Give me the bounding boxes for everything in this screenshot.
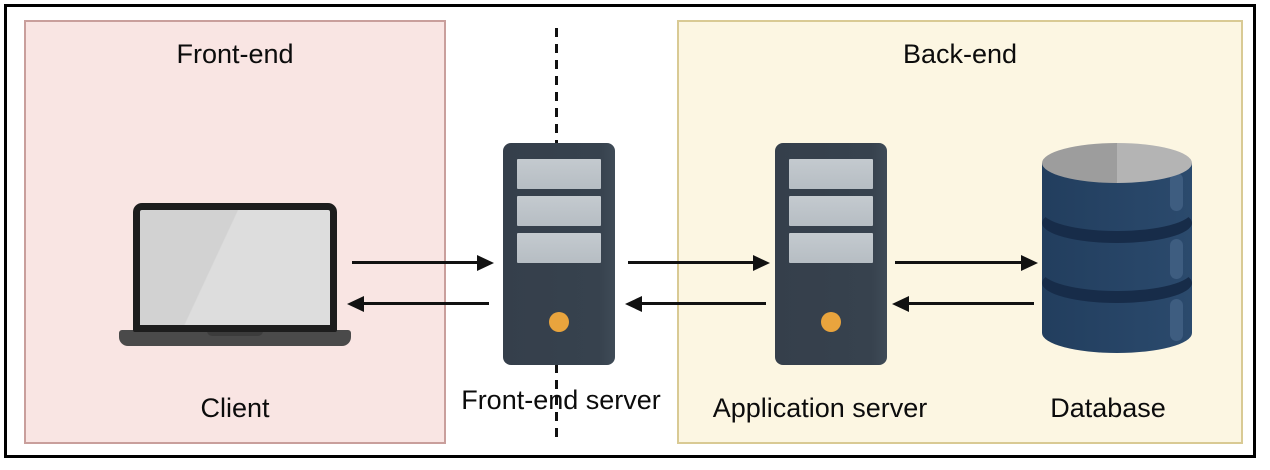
application-server-label: Application server [712, 393, 928, 423]
arrow-client-to-frontend-server [352, 261, 478, 264]
power-light-icon [821, 312, 841, 332]
arrow-application-server-to-frontend-server [641, 302, 766, 305]
server-slat [517, 196, 601, 226]
server-slat [517, 233, 601, 263]
database-cylinder-graphic [1042, 143, 1192, 353]
frontend-group-title: Front-end [176, 39, 294, 69]
laptop-notch [207, 330, 263, 336]
server-slat [789, 159, 873, 189]
server-slat [789, 196, 873, 226]
database-icon [1042, 143, 1192, 355]
server-slat [517, 159, 601, 189]
laptop-screen [133, 203, 337, 332]
backend-group-title: Back-end [902, 39, 1018, 69]
arrow-frontend-server-to-application-server [628, 261, 754, 264]
frontend-group-box: Front-end [24, 20, 446, 444]
diagram-outer-frame [4, 4, 1256, 458]
laptop-icon [119, 203, 351, 348]
database-label: Database [1050, 393, 1166, 423]
arrow-frontend-server-to-client [363, 302, 489, 305]
server-slat [789, 233, 873, 263]
application-server-icon [775, 143, 887, 365]
arrow-database-to-application-server [908, 302, 1034, 305]
frontend-server-icon [503, 143, 615, 365]
frontend-server-label: Front-end server [461, 385, 661, 415]
client-label: Client [200, 393, 270, 423]
power-light-icon [549, 312, 569, 332]
arrow-application-server-to-database [895, 261, 1022, 264]
laptop-base [119, 330, 351, 346]
